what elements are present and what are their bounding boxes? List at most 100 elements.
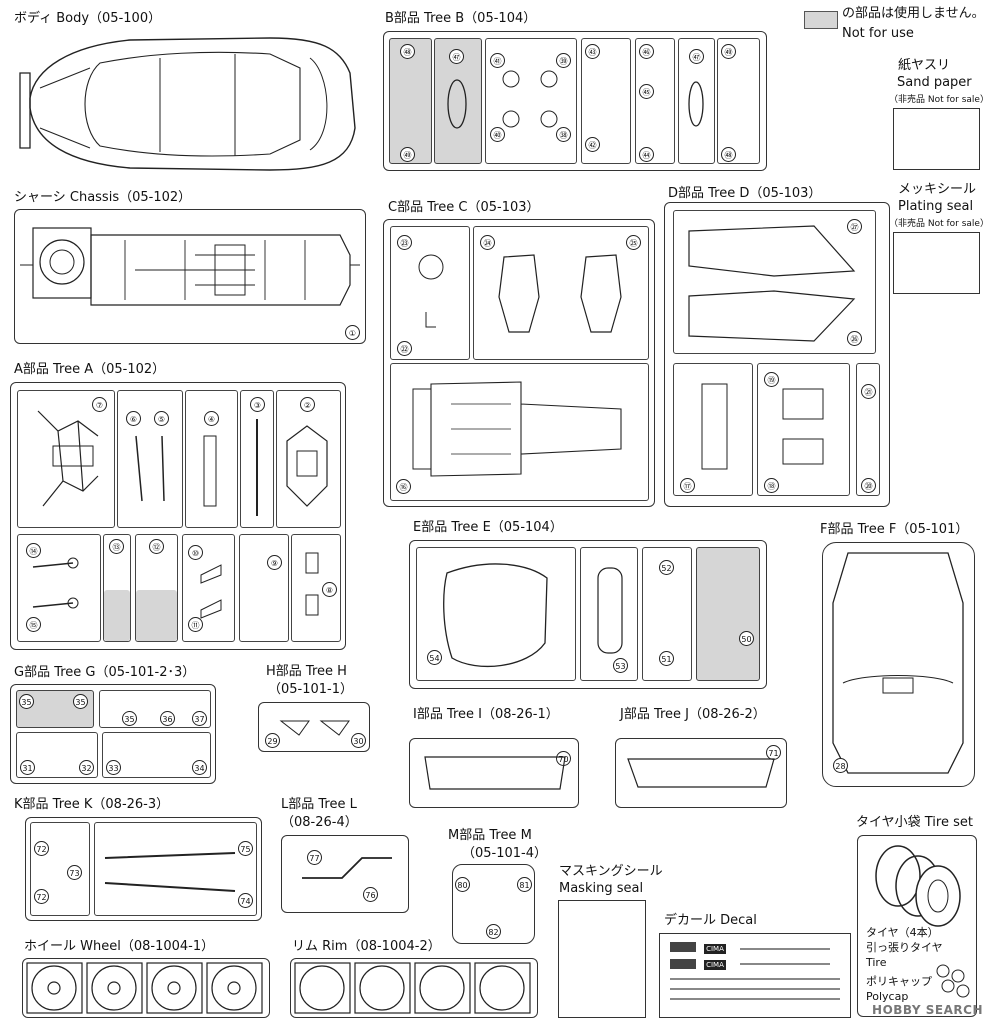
tree-l-code: （08-26-4） bbox=[281, 815, 358, 830]
chassis-label: シャーシ Chassis（05-102） bbox=[14, 190, 192, 205]
tree-k-frame: 72 73 72 75 74 bbox=[25, 817, 262, 921]
part-number: ④ bbox=[204, 411, 219, 426]
sandpaper-jp: 紙ヤスリ bbox=[898, 58, 951, 73]
tree-d-label: D部品 Tree D（05-103） bbox=[668, 186, 822, 201]
part-number: 31 bbox=[20, 760, 35, 775]
plating-jp: メッキシール bbox=[898, 182, 977, 197]
part-number: ⑳ bbox=[861, 478, 876, 493]
part-number: ㊾ bbox=[721, 44, 736, 59]
tree-e-label: E部品 Tree E（05-104） bbox=[413, 520, 563, 535]
part-number: ㊻ bbox=[639, 44, 654, 59]
part-number: 80 bbox=[455, 877, 470, 892]
rim-label: リム Rim（08-1004-2） bbox=[292, 939, 441, 954]
part-number: ㊼ bbox=[449, 49, 464, 64]
not-for-use-area: 50 bbox=[696, 547, 760, 681]
tree-e-cell: 53 bbox=[580, 547, 638, 681]
part-drawing bbox=[447, 79, 467, 129]
part-drawing bbox=[305, 552, 319, 616]
part-number: ㊹ bbox=[639, 147, 654, 162]
not-for-use-area: ㊼ bbox=[434, 38, 482, 164]
part-number: ⑨ bbox=[267, 555, 282, 570]
polycap-en: Polycap bbox=[866, 990, 909, 1003]
part-drawing bbox=[424, 756, 566, 790]
tree-j-label: J部品 Tree J（08-26-2） bbox=[620, 707, 766, 722]
tree-a-cell: ⑫ bbox=[135, 534, 178, 642]
part-number: 36 bbox=[160, 711, 175, 726]
part-drawing bbox=[502, 70, 558, 128]
part-number: ㊳ bbox=[556, 127, 571, 142]
part-number: 70 bbox=[556, 751, 571, 766]
not-for-use-area bbox=[104, 590, 130, 641]
tree-b-cell: ㊶ ㊵ ㊴ ㊳ bbox=[485, 38, 577, 164]
tree-m-label: M部品 Tree M bbox=[448, 828, 532, 843]
masking-jp: マスキングシール bbox=[559, 864, 663, 879]
rim-frame bbox=[290, 958, 538, 1018]
tree-a-cell: ② bbox=[276, 390, 341, 528]
tree-k-label: K部品 Tree K（08-26-3） bbox=[14, 797, 170, 812]
part-drawing bbox=[627, 758, 775, 788]
part-number: ㊵ bbox=[490, 127, 505, 142]
part-number: 35 bbox=[122, 711, 137, 726]
tree-k-cell: 75 74 bbox=[94, 822, 257, 916]
tree-c-frame: ㉓ ㉒ ㉔ ㉕ ⑯ bbox=[383, 219, 655, 507]
part-number: 54 bbox=[427, 650, 442, 665]
legend-text-en: Not for use bbox=[842, 26, 914, 41]
tree-f-label: F部品 Tree F（05-101） bbox=[820, 522, 969, 537]
part-number: 74 bbox=[238, 893, 253, 908]
part-number: 53 bbox=[613, 658, 628, 673]
tree-k-cell: 72 73 72 bbox=[30, 822, 90, 916]
part-number: 76 bbox=[363, 887, 378, 902]
part-number: 73 bbox=[67, 865, 82, 880]
part-number: ㊶ bbox=[490, 53, 505, 68]
part-number: ⑦ bbox=[92, 397, 107, 412]
part-number: ㊴ bbox=[556, 53, 571, 68]
polycap-jp: ポリキャップ bbox=[866, 975, 932, 988]
tree-i-frame: 70 bbox=[409, 738, 579, 808]
part-number: 32 bbox=[79, 760, 94, 775]
part-number: ② bbox=[300, 397, 315, 412]
tire-en: Tire bbox=[866, 956, 887, 969]
part-number: 81 bbox=[517, 877, 532, 892]
tree-l-frame: 77 76 bbox=[281, 835, 409, 913]
rim-drawing bbox=[294, 962, 531, 1014]
masking-sheet bbox=[558, 900, 646, 1018]
part-drawing bbox=[443, 563, 548, 668]
part-number: 33 bbox=[106, 760, 121, 775]
part-number: ㊺ bbox=[639, 84, 654, 99]
not-for-use-area: 35 35 bbox=[16, 690, 94, 728]
chassis-frame: ① bbox=[14, 209, 366, 344]
tree-a-cell: ⑭ ⑮ bbox=[17, 534, 101, 642]
part-drawing bbox=[701, 383, 728, 470]
tree-d-frame: ㉗ ㉖ ⑰ ⑲ ⑱ ㉑ ⑳ bbox=[664, 202, 890, 507]
wheel-label: ホイール Wheel（08-1004-1） bbox=[24, 939, 215, 954]
part-number: 75 bbox=[238, 841, 253, 856]
tree-b-cell: ㊻ ㊺ ㊹ bbox=[635, 38, 675, 164]
part-drawing bbox=[418, 254, 444, 328]
part-number: ㉒ bbox=[397, 341, 412, 356]
part-number: 72 bbox=[34, 841, 49, 856]
tire-set-frame: タイヤ（4本） 引っ張りタイヤ Tire ポリキャップ Polycap bbox=[857, 835, 977, 1017]
part-number: ㉗ bbox=[847, 219, 862, 234]
not-for-use-swatch bbox=[804, 11, 838, 29]
tree-d-cell: ⑰ bbox=[673, 363, 753, 496]
plating-note: （非売品 Not for sale） bbox=[889, 219, 989, 229]
part-number: ⑬ bbox=[109, 539, 124, 554]
not-for-use-area: ㊽ ㊾ bbox=[389, 38, 432, 164]
tree-a-label: A部品 Tree A（05-102） bbox=[14, 362, 166, 377]
part-number: ㊼ bbox=[689, 49, 704, 64]
decal-drawing bbox=[670, 942, 840, 1000]
part-drawing bbox=[32, 557, 79, 609]
part-drawing bbox=[498, 254, 622, 333]
part-number: 34 bbox=[192, 760, 207, 775]
part-number: ㊽ bbox=[721, 147, 736, 162]
tree-j-frame: 71 bbox=[615, 738, 787, 808]
part-number: ⑥ bbox=[126, 411, 141, 426]
tree-c-cell: ㉔ ㉕ bbox=[473, 226, 649, 360]
tire-jp: タイヤ（4本） bbox=[866, 926, 939, 939]
tire-set-label: タイヤ小袋 Tire set bbox=[856, 815, 973, 830]
part-number: 28 bbox=[833, 758, 848, 773]
wheel-frame bbox=[22, 958, 270, 1018]
tree-a-cell: ⑧ bbox=[291, 534, 341, 642]
tree-a-cell: ⑩ ⑪ bbox=[182, 534, 235, 642]
part-number: ㊾ bbox=[400, 147, 415, 162]
